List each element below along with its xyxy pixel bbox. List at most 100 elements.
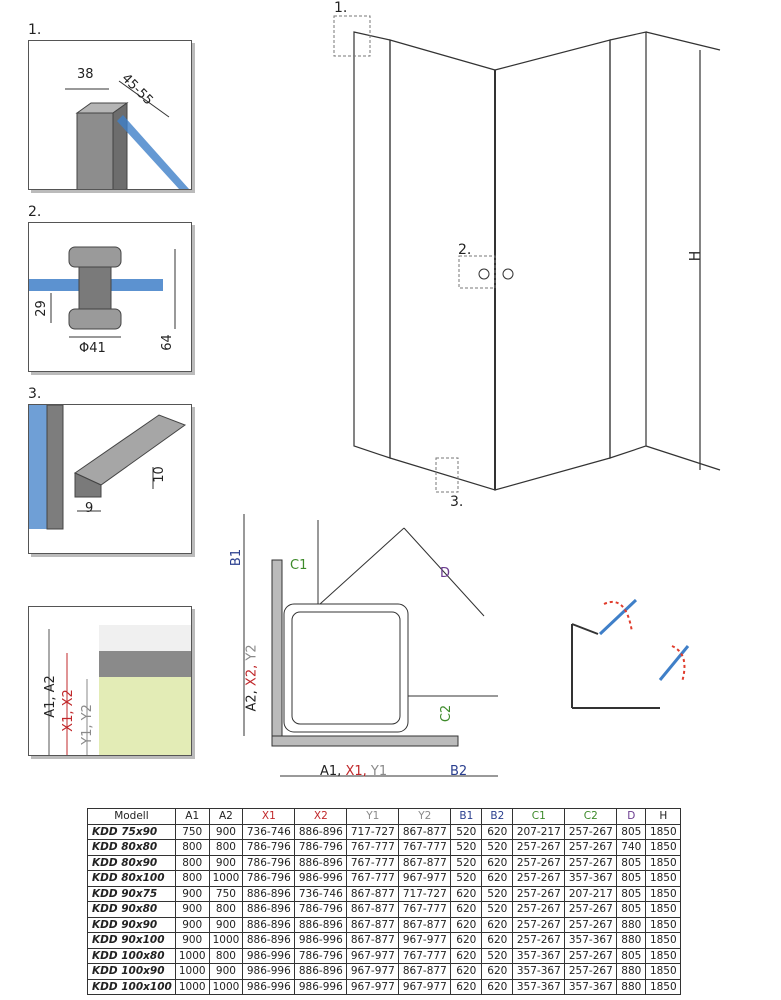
model-cell: KDD 80x100 [87, 870, 176, 887]
table-cell: 620 [481, 870, 514, 887]
table-cell: 867-877 [398, 854, 452, 871]
table-cell: 767-777 [398, 947, 452, 964]
table-cell: 1850 [645, 901, 682, 918]
plan-bottom-x: X1, [345, 764, 367, 779]
table-cell: 520 [450, 839, 483, 856]
callout-1: 1. [28, 22, 42, 38]
table-cell: 886-896 [242, 901, 296, 918]
table-cell: 620 [450, 901, 483, 918]
plan-c1: C1 [290, 558, 308, 573]
col-d: D [616, 808, 647, 825]
table-cell: 880 [616, 916, 647, 933]
table-cell: 786-796 [294, 901, 348, 918]
table-cell: 257-267 [512, 932, 566, 949]
table-cell: 800 [174, 870, 210, 887]
table-cell: 207-217 [564, 885, 618, 902]
table-cell: 767-777 [398, 839, 452, 856]
table-cell: 736-746 [294, 885, 348, 902]
table-cell: 620 [450, 978, 483, 995]
table-cell: 357-367 [512, 947, 566, 964]
table-cell: 620 [481, 932, 514, 949]
col-a1: A1 [174, 808, 210, 825]
table-cell: 1850 [645, 978, 682, 995]
col-y1: Y1 [346, 808, 400, 825]
detail-1-width: 38 [77, 67, 94, 82]
table-cell: 1850 [645, 854, 682, 871]
table-cell: 886-896 [242, 916, 296, 933]
table-cell: 257-267 [512, 916, 566, 933]
model-cell: KDD 100x90 [87, 963, 176, 980]
detail-3-drawing [29, 405, 187, 530]
table-cell: 1000 [208, 932, 244, 949]
table-cell: 867-877 [346, 932, 400, 949]
front-callout-three: 3. [450, 494, 464, 510]
table-cell: 867-877 [398, 823, 452, 840]
table-cell: 257-267 [512, 885, 566, 902]
model-cell: KDD 80x80 [87, 839, 176, 856]
table-cell: 786-796 [242, 854, 296, 871]
table-cell: 750 [208, 885, 244, 902]
detail-2-drawing [29, 246, 176, 338]
table-cell: 357-367 [512, 978, 566, 995]
callout-2: 2. [28, 204, 42, 220]
detail-1-panel: 38 45-55 [28, 40, 192, 190]
table-cell: 257-267 [564, 963, 618, 980]
table-cell: 620 [481, 823, 514, 840]
table-cell: 986-996 [294, 932, 348, 949]
plan-d: D [440, 566, 451, 581]
table-cell: 986-996 [242, 947, 296, 964]
table-cell: 767-777 [346, 870, 400, 887]
table-cell: 886-896 [294, 823, 348, 840]
col-x2: X2 [294, 808, 348, 825]
table-cell: 967-977 [346, 947, 400, 964]
detail-4-panel: A1, A2 X1, X2 Y1, Y2 [28, 606, 192, 756]
model-cell: KDD 90x100 [87, 932, 176, 949]
table-cell: 800 [208, 901, 244, 918]
table-cell: 986-996 [242, 963, 296, 980]
table-cell: 1850 [645, 947, 682, 964]
table-cell: 1850 [645, 870, 682, 887]
model-cell: KDD 100x100 [87, 978, 176, 995]
table-cell: 800 [208, 947, 244, 964]
table-cell: 620 [481, 963, 514, 980]
table-cell: 805 [616, 947, 647, 964]
table-cell: 986-996 [294, 978, 348, 995]
col-x1: X1 [242, 808, 296, 825]
plan-bottom-y: Y1 [370, 764, 388, 779]
table-cell: 786-796 [294, 947, 348, 964]
table-cell: 750 [174, 823, 210, 840]
table-cell: 886-896 [294, 916, 348, 933]
table-cell: 520 [450, 870, 483, 887]
table-cell: 257-267 [564, 947, 618, 964]
table-cell: 1850 [645, 839, 682, 856]
table-cell: 805 [616, 823, 647, 840]
table-cell: 1000 [174, 963, 210, 980]
col-c1: C1 [512, 808, 566, 825]
table-cell: 880 [616, 963, 647, 980]
table-cell: 207-217 [512, 823, 566, 840]
table-cell: 805 [616, 901, 647, 918]
table-cell: 620 [450, 885, 483, 902]
table-cell: 967-977 [398, 870, 452, 887]
table-cell: 257-267 [512, 839, 566, 856]
table-cell: 620 [481, 978, 514, 995]
table-cell: 986-996 [294, 870, 348, 887]
table-cell: 257-267 [512, 854, 566, 871]
table-cell: 886-896 [294, 963, 348, 980]
table-cell: 867-877 [346, 901, 400, 918]
table-cell: 740 [616, 839, 647, 856]
table-cell: 900 [208, 963, 244, 980]
col-h: H [645, 808, 682, 825]
table-cell: 886-896 [242, 885, 296, 902]
spec-table: Modell A1 A2 X1 X2 Y1 Y2 B1 B2 C1 C2 D H… [87, 808, 682, 995]
table-cell: 967-977 [346, 978, 400, 995]
